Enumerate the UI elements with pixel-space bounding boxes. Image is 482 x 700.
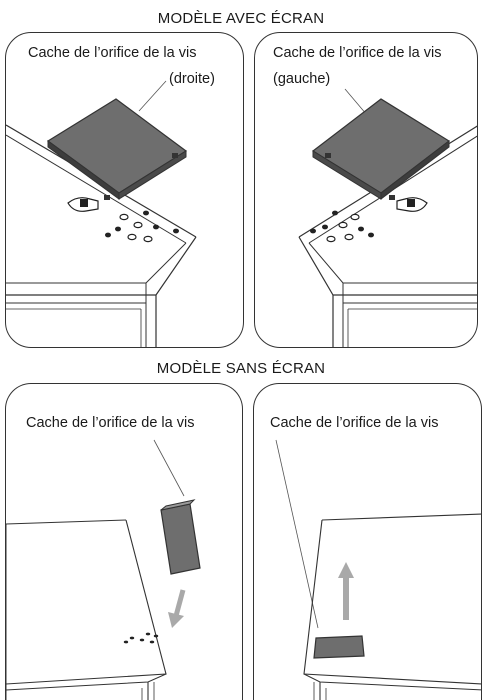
fridge-corner-illustration: [298, 88, 477, 347]
fridge-corner-illustration: [275, 439, 481, 700]
cover-label: Cache de l’orifice de la vis: [270, 415, 439, 431]
fridge-corner-illustration: [6, 439, 201, 700]
cover-label-line1: Cache de l’orifice de la vis: [28, 45, 197, 61]
fridge-corner-illustration: [6, 80, 197, 347]
panel-with-screen-right-cover: Cache de l’orifice de la vis (droite): [5, 32, 244, 348]
section-title-without-screen: MODÈLE SANS ÉCRAN: [156, 360, 326, 377]
panel-without-screen-install-cover: Cache de l’orifice de la vis: [5, 383, 243, 700]
cover-label-line2: (droite): [169, 71, 215, 87]
section-title-with-screen: MODÈLE AVEC ÉCRAN: [157, 10, 325, 27]
cover-label-line1: Cache de l’orifice de la vis: [273, 45, 442, 61]
cover-label-line2: (gauche): [273, 71, 331, 87]
cover-label: Cache de l’orifice de la vis: [26, 415, 195, 431]
panel-with-screen-left-cover: Cache de l’orifice de la vis (gauche): [254, 32, 478, 348]
panel-without-screen-remove-cover: Cache de l’orifice de la vis: [253, 383, 482, 700]
